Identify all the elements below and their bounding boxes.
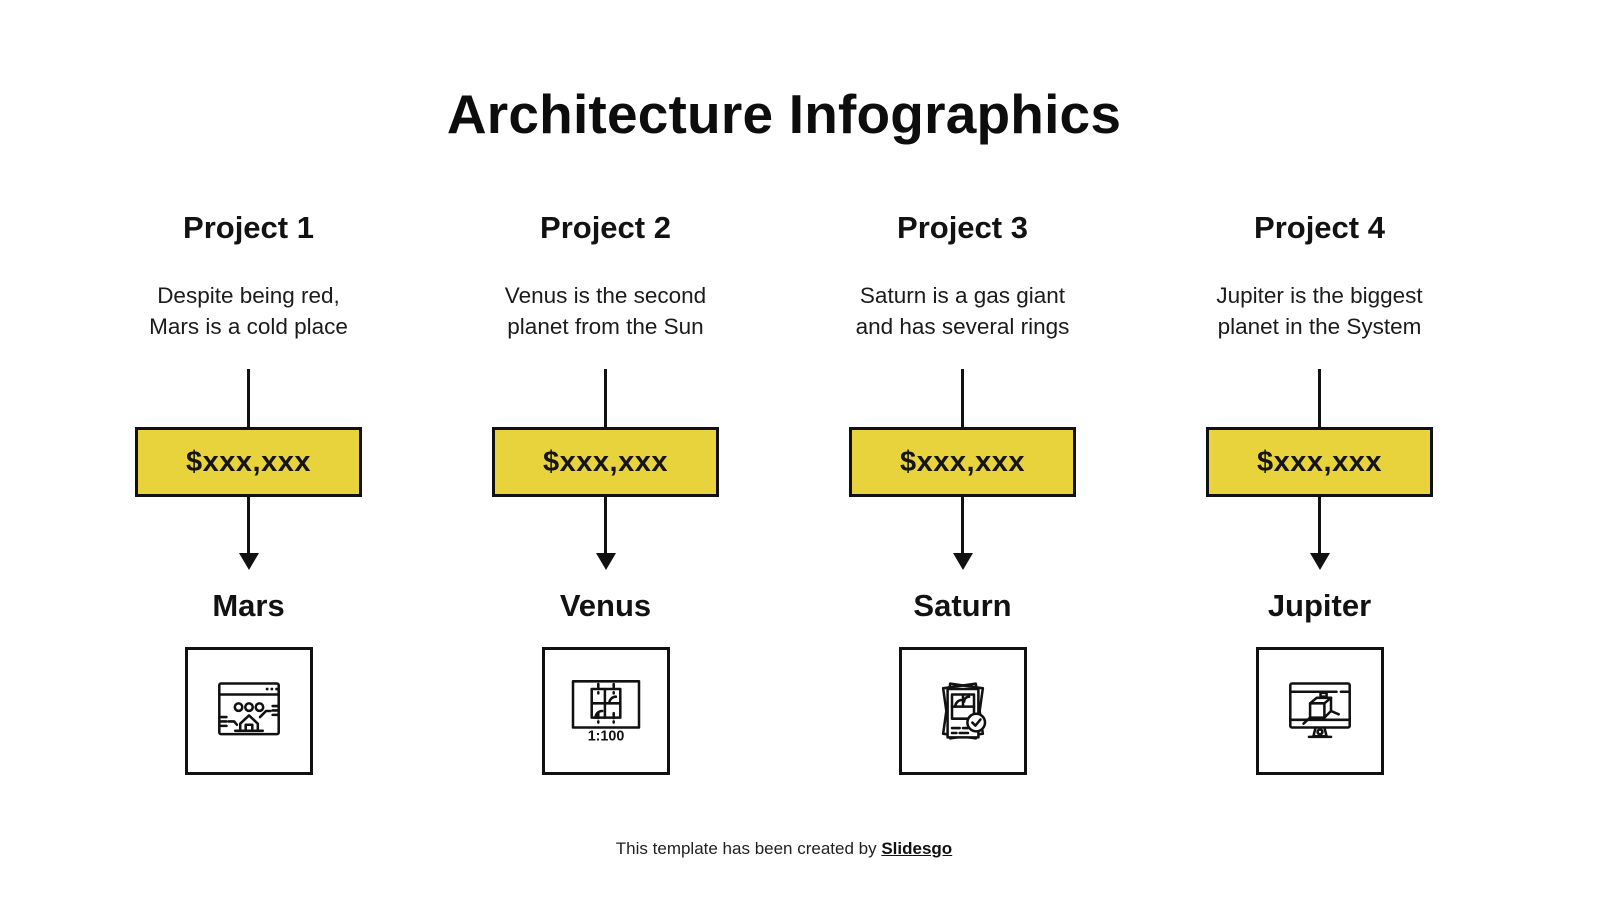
arrow-down-icon [238,553,259,570]
description-line: Mars is a cold place [149,314,348,339]
slidesgo-link[interactable]: Slidesgo [881,839,953,858]
connector-line [1318,369,1321,427]
connector-line [247,369,250,427]
amount-text: $xxx,xxx [900,445,1025,478]
connector-line [961,369,964,427]
icon-frame: 1:100 [541,647,670,775]
description-line: planet from the Sun [507,314,704,339]
scale-label: 1:100 [587,729,624,745]
amount-box: $xxx,xxx [492,427,719,497]
amount-box: $xxx,xxx [849,427,1076,497]
planet-label: Venus [559,588,652,623]
connector-line [604,497,607,553]
amount-box: $xxx,xxx [1206,427,1433,497]
floor-plan-icon: 1:100 [571,680,640,745]
planet-label: Mars [212,588,285,623]
amount-text: $xxx,xxx [1257,445,1382,478]
arrow-down-icon [1309,553,1330,570]
connector-line [604,369,607,427]
icon-frame [1255,647,1384,775]
project-heading: Project 2 [540,210,671,245]
project-description: Jupiter is the biggest planet in the Sys… [1216,280,1422,342]
slide: Architecture Infographics Project 1 Desp… [70,0,1498,775]
arrow-down-icon [595,553,616,570]
footer: This template has been created by Slides… [70,839,1498,859]
project-description: Venus is the second planet from the Sun [505,280,706,342]
slide-title: Architecture Infographics [446,83,1122,145]
amount-box: $xxx,xxx [135,427,362,497]
project-description: Despite being red, Mars is a cold place [149,280,348,342]
property-website-icon [217,682,280,736]
connector-line [961,497,964,553]
arrow-down-icon [952,553,973,570]
description-line: Despite being red, [157,283,340,308]
description-line: Jupiter is the biggest [1216,283,1423,308]
project-column-3: Project 3 Saturn is a gas giant and has … [784,208,1141,775]
approved-blueprints-icon [941,682,986,740]
project-heading: Project 3 [897,210,1028,245]
project-column-4: Project 4 Jupiter is the biggest planet … [1141,208,1498,775]
description-line: and has several rings [855,314,1070,339]
description-line: planet in the System [1217,314,1422,339]
footer-text: This template has been created by [615,839,882,858]
amount-text: $xxx,xxx [186,445,311,478]
connector-line [247,497,250,553]
project-column-1: Project 1 Despite being red, Mars is a c… [70,208,427,775]
planet-label: Jupiter [1267,588,1372,623]
cad-monitor-icon [1288,682,1351,739]
connector-line [1318,497,1321,553]
planet-label: Saturn [913,588,1012,623]
project-description: Saturn is a gas giant and has several ri… [856,280,1070,342]
icon-frame [898,647,1027,775]
amount-text: $xxx,xxx [543,445,668,478]
icon-frame [184,647,313,775]
project-heading: Project 1 [183,210,314,245]
columns-row: Project 1 Despite being red, Mars is a c… [70,208,1498,775]
project-column-2: Project 2 Venus is the second planet fro… [427,208,784,775]
project-heading: Project 4 [1254,210,1385,245]
description-line: Saturn is a gas giant [859,283,1066,308]
description-line: Venus is the second [504,283,707,308]
